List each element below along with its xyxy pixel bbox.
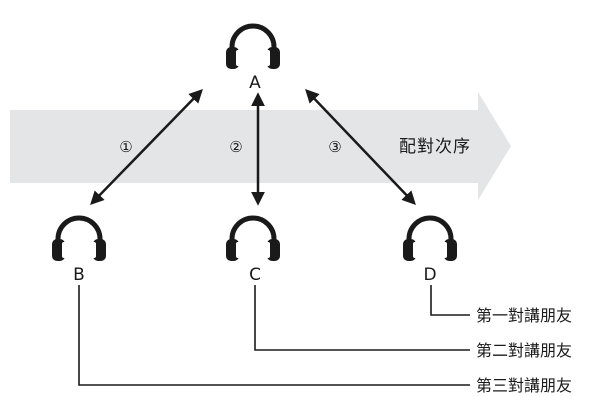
headphone-label: D (423, 265, 436, 285)
headphone-label: A (249, 73, 261, 93)
headphone-a: A (226, 26, 280, 93)
headphone-c: C (226, 218, 280, 285)
leader-line-c (254, 285, 470, 351)
pairing-arrow-a-d (305, 89, 416, 205)
leader-line-b (78, 285, 470, 386)
friend-label-third: 第三對講朋友 (476, 376, 572, 395)
headphones-icon (52, 218, 106, 261)
headphones-icon (226, 218, 280, 261)
step-number-3: ③ (328, 138, 341, 156)
step-number-2: ② (229, 138, 242, 156)
headphone-label: B (73, 265, 85, 285)
headphone-b: B (52, 218, 106, 285)
headphones-icon (403, 218, 457, 261)
friend-label-second: 第二對講朋友 (476, 341, 572, 360)
headphone-label: C (249, 265, 261, 285)
pairing-order-label: 配對次序 (399, 137, 471, 157)
friend-label-first: 第一對講朋友 (476, 306, 572, 325)
pairing-arrow-a-b (90, 89, 203, 205)
headphone-d: D (403, 218, 457, 285)
step-number-1: ① (119, 138, 132, 156)
headphones-icon (226, 26, 280, 69)
leader-line-d (430, 285, 470, 316)
